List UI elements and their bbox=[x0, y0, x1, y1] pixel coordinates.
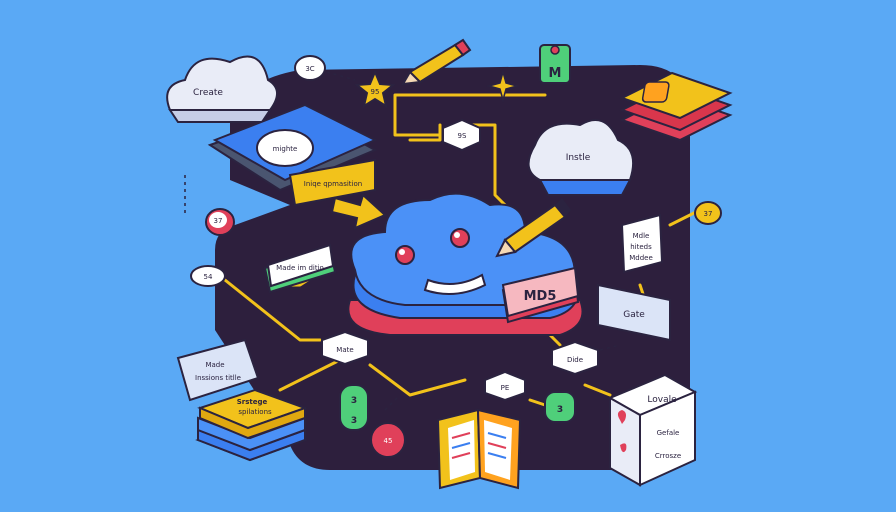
green-note: Made im ditio bbox=[263, 243, 337, 294]
phone-banner: Iniqe qpmasition bbox=[304, 180, 362, 188]
storage-label: Srstege bbox=[237, 398, 268, 406]
phone-bubble: mighte bbox=[273, 145, 298, 153]
svg-text:Crrosze: Crrosze bbox=[655, 452, 681, 460]
phone-screen: mighte Iniqe qpmasition bbox=[207, 103, 378, 207]
pencil-icon bbox=[495, 198, 571, 258]
svg-text:M: M bbox=[549, 66, 562, 81]
svg-text:3: 3 bbox=[557, 405, 563, 415]
storage-stack: Srstege spilations bbox=[195, 388, 308, 462]
install-cloud: Instle bbox=[527, 119, 634, 196]
storage-sub: spilations bbox=[238, 408, 272, 416]
pe-tag: PE bbox=[484, 370, 526, 402]
badge-54: 54 bbox=[190, 265, 226, 287]
svg-text:95: 95 bbox=[371, 88, 380, 96]
sparkle-icon bbox=[486, 69, 520, 103]
svg-text:Gate: Gate bbox=[623, 310, 645, 320]
left-note-card: Made Inssions titlle bbox=[176, 338, 260, 402]
svg-text:MD5: MD5 bbox=[524, 289, 557, 304]
right-box-card: Lovale Gefale Crrosze bbox=[607, 373, 698, 487]
svg-text:hiteds: hiteds bbox=[630, 243, 652, 251]
svg-text:54: 54 bbox=[204, 273, 213, 281]
svg-text:Gefale: Gefale bbox=[657, 429, 680, 437]
install-label: Instle bbox=[566, 153, 591, 163]
create-label: Create bbox=[193, 88, 223, 98]
svg-text:Mddee: Mddee bbox=[629, 254, 653, 262]
right-note-card: Mdle hiteds Mddee bbox=[620, 213, 664, 274]
badge-37-right: 37 bbox=[694, 201, 722, 225]
badge-45: 45 bbox=[370, 422, 406, 458]
fire-card-stack bbox=[619, 71, 733, 142]
book-icon bbox=[436, 408, 522, 490]
svg-text:9S: 9S bbox=[458, 132, 467, 140]
svg-text:Dide: Dide bbox=[567, 356, 583, 364]
svg-text:3: 3 bbox=[351, 416, 357, 426]
star-icon: 95 bbox=[354, 69, 396, 109]
green-3-pill: 3 bbox=[544, 391, 576, 423]
svg-text:Made im ditio: Made im ditio bbox=[276, 264, 324, 272]
svg-text:Made: Made bbox=[205, 361, 224, 369]
svg-text:Mate: Mate bbox=[336, 346, 353, 354]
gate-box: Gate bbox=[597, 283, 671, 342]
svg-text:Mdle: Mdle bbox=[633, 232, 650, 240]
badge-top: 3C bbox=[294, 55, 326, 81]
badge-37-left: 37 bbox=[205, 208, 235, 236]
svg-text:PE: PE bbox=[501, 384, 510, 392]
svg-text:37: 37 bbox=[704, 210, 713, 218]
svg-text:37: 37 bbox=[214, 217, 223, 225]
create-cloud: Create bbox=[166, 55, 278, 123]
md5-tag: MD5 bbox=[501, 266, 580, 324]
m-tag: M bbox=[539, 44, 571, 84]
mate-tag: Mate bbox=[321, 330, 369, 366]
svg-text:3C: 3C bbox=[305, 65, 314, 73]
svg-text:Inssions titlle: Inssions titlle bbox=[195, 374, 241, 382]
svg-text:3: 3 bbox=[351, 396, 357, 406]
green-pill: 3 3 bbox=[339, 384, 369, 431]
svg-text:45: 45 bbox=[384, 437, 393, 445]
dide-tag: Dide bbox=[551, 340, 599, 376]
center-node: 9S bbox=[442, 118, 481, 152]
pencil-icon bbox=[401, 38, 472, 86]
svg-text:Lovale: Lovale bbox=[647, 395, 677, 405]
arrow-into-cloud bbox=[330, 193, 387, 230]
dashed-connector bbox=[319, 69, 356, 81]
